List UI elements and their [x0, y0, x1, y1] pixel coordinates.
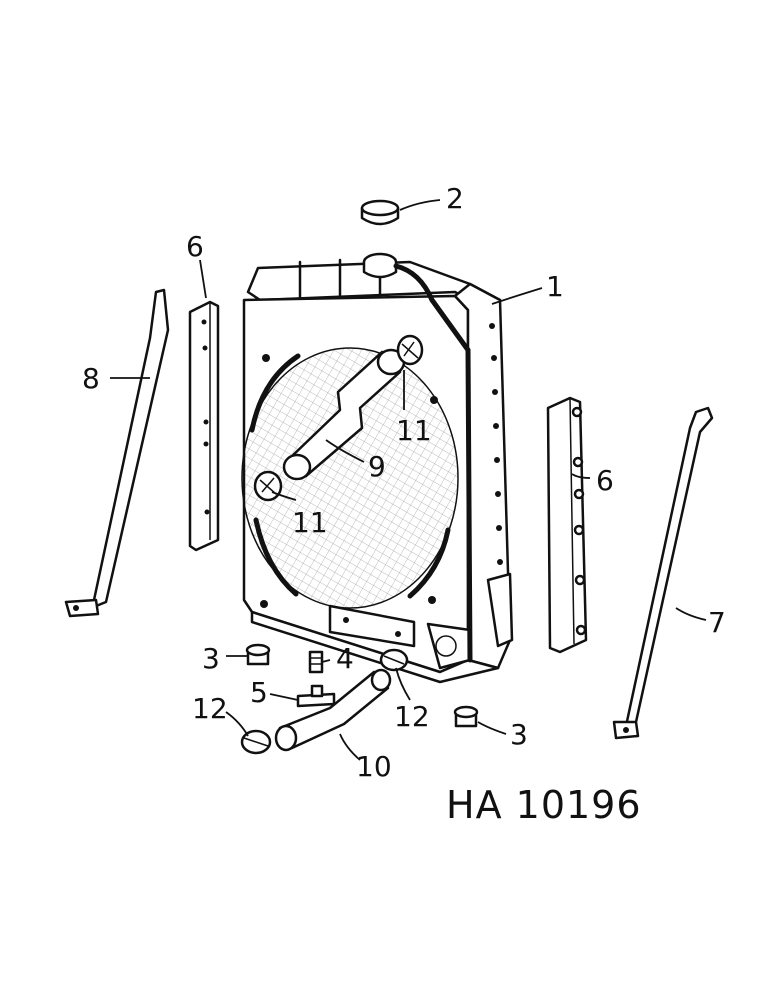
callout-12-left: 12 — [192, 692, 228, 725]
drain-tee-fitting — [296, 684, 336, 708]
lower-hose — [274, 668, 392, 752]
callout-labels: 1 2 6 8 11 9 6 11 7 3 4 5 12 12 10 3 — [82, 182, 726, 783]
callout-3-right: 3 — [510, 718, 528, 751]
upper-hose-clamp-top — [396, 334, 424, 366]
upper-hose — [282, 348, 406, 481]
radiator-cap — [360, 199, 400, 226]
callout-7: 7 — [708, 606, 726, 639]
drain-plug-left — [245, 643, 271, 666]
callout-11-top: 11 — [396, 414, 432, 447]
support-plate-left — [188, 300, 220, 552]
callout-10: 10 — [356, 750, 392, 783]
reference-number: HA 10196 — [446, 783, 642, 827]
support-strap-left — [64, 288, 170, 618]
overflow-tube — [393, 263, 473, 663]
right-plate-bolts — [571, 406, 587, 636]
support-plate-right — [546, 396, 588, 654]
callout-12-right: 12 — [394, 700, 430, 733]
petcock-fitting — [308, 650, 324, 674]
fan-shroud-opening — [241, 347, 459, 609]
drain-plug-right — [453, 705, 479, 728]
support-strap-right — [612, 406, 714, 740]
callout-6-right: 6 — [596, 464, 614, 497]
callout-3-left: 3 — [202, 642, 220, 675]
callout-8: 8 — [82, 362, 100, 395]
callout-4: 4 — [336, 642, 354, 675]
callout-5: 5 — [250, 676, 268, 709]
leader-lines — [110, 199, 707, 761]
upper-hose-clamp-bottom — [253, 470, 283, 502]
callout-6-left: 6 — [186, 230, 204, 263]
lower-hose-clamp-bottom — [240, 729, 272, 755]
callout-9: 9 — [368, 450, 386, 483]
callout-2: 2 — [446, 182, 464, 215]
callout-11-bottom: 11 — [292, 506, 328, 539]
callout-1: 1 — [546, 270, 564, 303]
lower-hose-clamp-top — [379, 648, 409, 672]
